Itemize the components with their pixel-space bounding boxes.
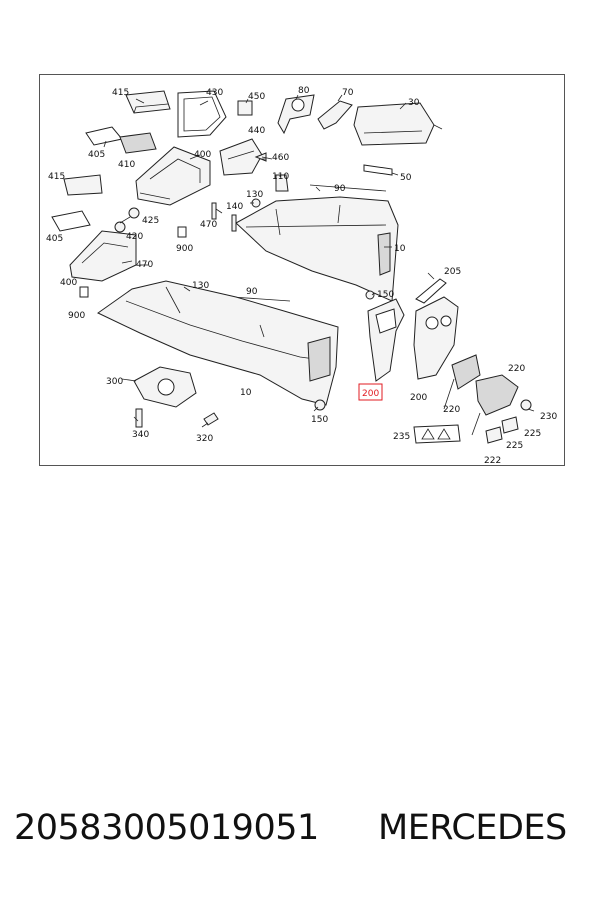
part-225-switch-b — [485, 426, 503, 444]
part-450-clip — [237, 100, 253, 116]
callout-900-lower: 900 — [68, 311, 85, 321]
part-230-socket — [520, 399, 532, 411]
callout-140: 140 — [226, 202, 243, 212]
exploded-view-drawing: 415 430 450 80 70 30 405 410 400 440 460… — [46, 86, 557, 466]
callout-440: 440 — [248, 126, 265, 136]
callout-90-lower: 90 — [246, 287, 258, 297]
callout-425: 425 — [142, 216, 159, 226]
part-50-rod — [363, 164, 393, 176]
callout-200-highlight-box — [358, 383, 383, 401]
part-80-bracket — [277, 94, 315, 135]
callout-200-highlighted: 200 — [362, 389, 379, 399]
callout-410: 410 — [118, 160, 135, 170]
callout-405-top: 405 — [88, 150, 105, 160]
callout-400-lower: 400 — [60, 278, 77, 288]
callout-470-lower: 470 — [136, 260, 153, 270]
callout-labels: 415 430 450 80 70 30 405 410 400 440 460… — [46, 86, 557, 466]
callout-10-upper: 10 — [394, 244, 406, 254]
callout-50: 50 — [400, 173, 412, 183]
callout-300: 300 — [106, 377, 123, 387]
callout-415-lower: 415 — [48, 172, 65, 182]
callout-430: 430 — [206, 88, 223, 98]
part-440-switch-block — [219, 138, 263, 176]
part-110-lever — [275, 174, 289, 192]
callout-130-lower: 130 — [192, 281, 209, 291]
callout-200: 200 — [410, 393, 427, 403]
leader-lines — [103, 94, 535, 436]
part-300-cup-holder — [133, 366, 197, 408]
part-415-module — [125, 90, 171, 114]
callout-222: 222 — [484, 456, 501, 466]
callout-220-upper: 220 — [508, 364, 525, 374]
callout-205: 205 — [444, 267, 461, 277]
callout-90-upper: 90 — [334, 184, 346, 194]
callout-230: 230 — [540, 412, 557, 422]
part-420-knob — [114, 221, 126, 233]
part-410-cover — [119, 132, 157, 154]
callout-150-lower: 150 — [311, 415, 328, 425]
callout-900-upper: 900 — [176, 244, 193, 254]
callout-30: 30 — [408, 98, 420, 108]
part-340-screw — [135, 408, 143, 428]
part-430-tray — [177, 90, 227, 138]
part-415-lower-module — [63, 174, 103, 196]
callout-420: 420 — [126, 232, 143, 242]
callout-235: 235 — [393, 432, 410, 442]
part-220-cover-a — [451, 354, 481, 390]
callout-130-upper: 130 — [246, 190, 263, 200]
part-150-clip-a — [365, 290, 375, 300]
callout-320: 320 — [196, 434, 213, 444]
part-400-storage-box — [135, 146, 211, 206]
callout-470-upper: 470 — [200, 220, 217, 230]
part-140-screw — [231, 214, 237, 232]
part-200-rear-panel-b — [413, 296, 459, 380]
callout-80: 80 — [298, 86, 310, 96]
part-10-lower-console — [97, 280, 339, 406]
callout-225-right: 225 — [524, 429, 541, 439]
part-900-tag-b — [79, 286, 89, 298]
part-425-knob — [128, 207, 140, 219]
part-90-rod-upper — [309, 184, 387, 192]
part-200-rear-panel-a — [367, 298, 405, 382]
part-225-switch-a — [501, 416, 519, 434]
part-205-trim — [415, 278, 447, 304]
caption-bar: 20583005019051 MERCEDES — [0, 808, 600, 858]
callout-460: 460 — [272, 153, 289, 163]
callout-70: 70 — [342, 88, 354, 98]
callout-340: 340 — [132, 430, 149, 440]
part-400-lower-storage — [69, 230, 137, 282]
callout-110: 110 — [272, 172, 289, 182]
part-10-upper-console — [235, 196, 399, 302]
part-30-armrest — [353, 102, 443, 146]
part-90-rod-lower — [231, 296, 291, 302]
part-235-warning-label — [413, 424, 461, 444]
part-900-tag-a — [177, 226, 187, 238]
callout-450: 450 — [248, 92, 265, 102]
part-405-mat — [85, 126, 123, 146]
part-220-unit-b — [475, 374, 519, 416]
callout-415-top: 415 — [112, 88, 129, 98]
part-320-fastener — [203, 412, 219, 426]
callout-150-upper: 150 — [377, 290, 394, 300]
part-number: 20583005019051 — [14, 808, 319, 848]
part-70-trim — [317, 100, 353, 130]
callout-400-top: 400 — [194, 150, 211, 160]
callout-10-lower: 10 — [240, 388, 252, 398]
parts-diagram: 415 430 450 80 70 30 405 410 400 440 460… — [39, 74, 565, 466]
callout-220-lower: 220 — [443, 405, 460, 415]
part-470-screw — [211, 202, 217, 220]
callout-225-left: 225 — [506, 441, 523, 451]
part-405-lower-mat — [51, 210, 91, 232]
brand-name: MERCEDES — [378, 808, 567, 848]
callout-405-lower: 405 — [46, 234, 63, 244]
